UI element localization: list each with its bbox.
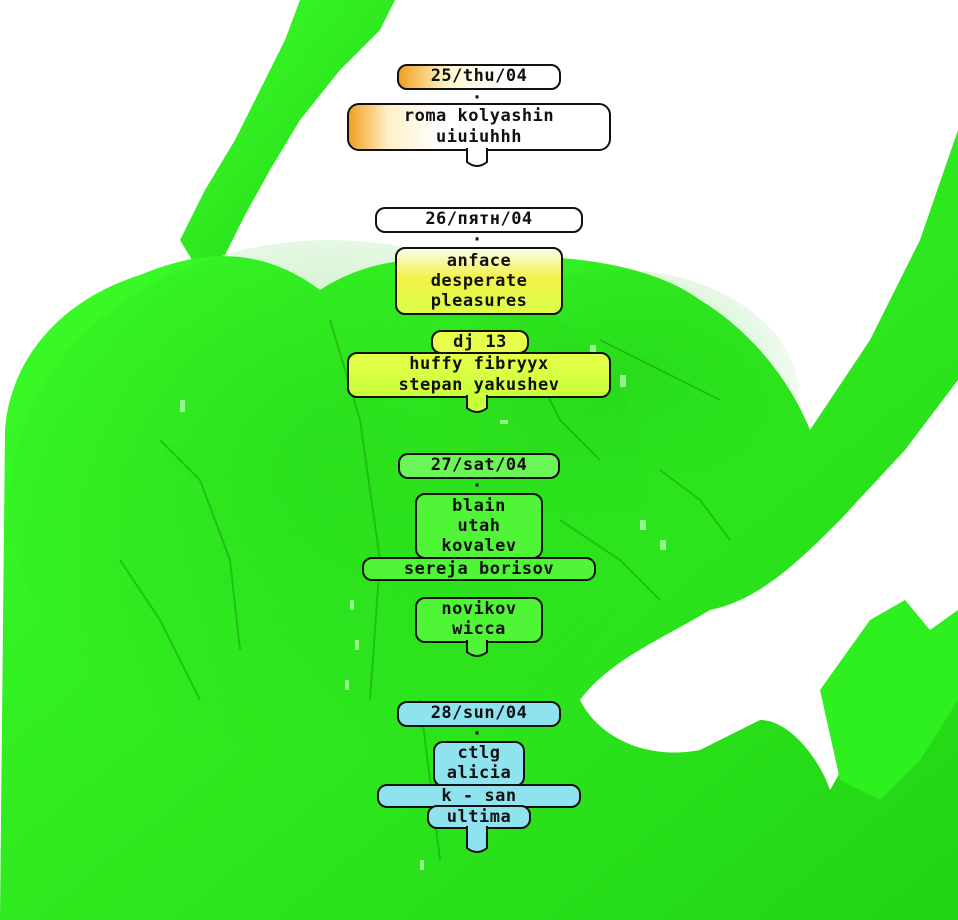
- artist-name: pleasures: [430, 291, 528, 311]
- artist-name: novikov: [441, 599, 517, 619]
- day-27-date-label: 27/sat/04: [398, 453, 560, 479]
- day-26-artists-block-a: anface desperate pleasures: [395, 247, 563, 315]
- date-text: 27/sat/04: [430, 455, 528, 475]
- artist-name: utah: [457, 516, 501, 536]
- artist-name: sereja borisov: [403, 559, 555, 579]
- artist-name: dj 13: [453, 332, 507, 352]
- artist-name: wicca: [452, 619, 506, 639]
- day-28-separator: ·: [471, 723, 483, 744]
- date-text: 26/пятн/04: [425, 209, 533, 229]
- lower-arm-shape: [820, 600, 958, 800]
- day-25-date-label: 25/thu/04: [397, 64, 561, 90]
- day-26-artists-block-b: dj 13: [431, 330, 529, 354]
- artist-name: uiuiuhhh: [436, 127, 522, 147]
- day-28-artists-block-a: ctlg alicia: [433, 741, 525, 787]
- day-26-date-label: 26/пятн/04: [375, 207, 583, 233]
- tab-25: [466, 148, 488, 167]
- artist-name: huffy fibryyx: [409, 354, 549, 374]
- artist-name: ctlg: [457, 743, 501, 763]
- day-25-separator: ·: [471, 87, 483, 108]
- artist-name: stepan yakushev: [398, 375, 560, 395]
- artist-name: anface: [446, 251, 512, 271]
- artist-name: desperate: [430, 271, 528, 291]
- day-27-separator: ·: [471, 475, 483, 496]
- tab-27: [466, 640, 488, 657]
- day-26-separator: ·: [471, 229, 483, 250]
- day-27-artists-block-b: sereja borisov: [362, 557, 596, 581]
- artist-name: alicia: [446, 763, 512, 783]
- day-27-artists-block-c: novikov wicca: [415, 597, 543, 643]
- day-26-artists-block-c: huffy fibryyx stepan yakushev: [347, 352, 611, 398]
- tab-28: [466, 826, 488, 853]
- artist-name: k - san: [441, 786, 517, 806]
- artist-name: kovalev: [441, 536, 517, 556]
- tab-26: [466, 395, 488, 413]
- day-25-artists: roma kolyashin uiuiuhhh: [347, 103, 611, 151]
- day-28-artists-block-c: ultima: [427, 805, 531, 829]
- date-text: 25/thu/04: [430, 66, 528, 86]
- artist-name: blain: [452, 496, 506, 516]
- date-text: 28/sun/04: [430, 703, 528, 723]
- day-28-date-label: 28/sun/04: [397, 701, 561, 727]
- artist-name: roma kolyashin: [403, 106, 555, 126]
- artist-name: ultima: [446, 807, 512, 827]
- raised-arm-shape: [180, 0, 395, 265]
